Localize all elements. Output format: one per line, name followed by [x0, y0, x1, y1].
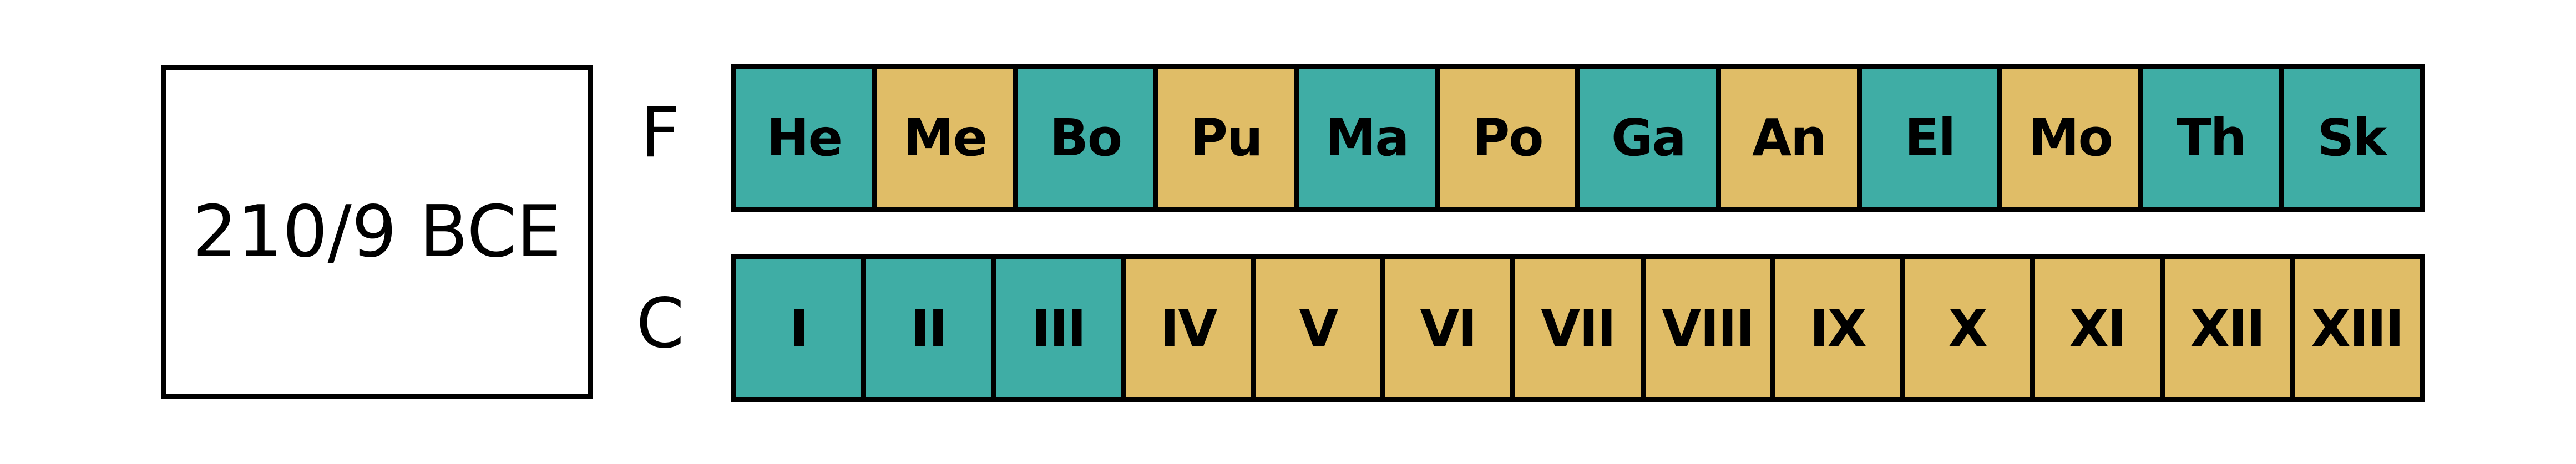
cell-f-10: Mo — [1997, 69, 2138, 207]
cell-c-9: IX — [1770, 259, 1900, 397]
cell-f-11: Th — [2138, 69, 2279, 207]
cell-f-6: Po — [1434, 69, 1576, 207]
cell-c-1: I — [736, 259, 862, 397]
year-label: 210/9 BCE — [192, 191, 561, 273]
cell-f-7: Ga — [1575, 69, 1717, 207]
row-label-c: C — [636, 284, 685, 364]
cell-c-6: VI — [1380, 259, 1511, 397]
cell-c-3: III — [991, 259, 1121, 397]
cell-c-11: XI — [2030, 259, 2160, 397]
cell-c-10: X — [1900, 259, 2030, 397]
cell-f-4: Pu — [1153, 69, 1294, 207]
cell-c-7: VII — [1510, 259, 1641, 397]
cell-f-2: Me — [872, 69, 1013, 207]
cell-c-4: IV — [1121, 259, 1251, 397]
cell-f-5: Ma — [1294, 69, 1435, 207]
cell-f-8: An — [1716, 69, 1857, 207]
cell-c-12: XII — [2159, 259, 2290, 397]
cell-f-1: He — [736, 69, 872, 207]
cell-c-5: V — [1251, 259, 1381, 397]
cell-f-12: Sk — [2279, 69, 2420, 207]
cell-c-8: VIII — [1640, 259, 1770, 397]
year-box: 210/9 BCE — [161, 65, 593, 399]
row-label-f: F — [640, 93, 680, 173]
cell-c-2: II — [861, 259, 991, 397]
cell-f-9: El — [1856, 69, 1998, 207]
cell-c-13: XIII — [2289, 259, 2420, 397]
cell-f-3: Bo — [1013, 69, 1153, 207]
